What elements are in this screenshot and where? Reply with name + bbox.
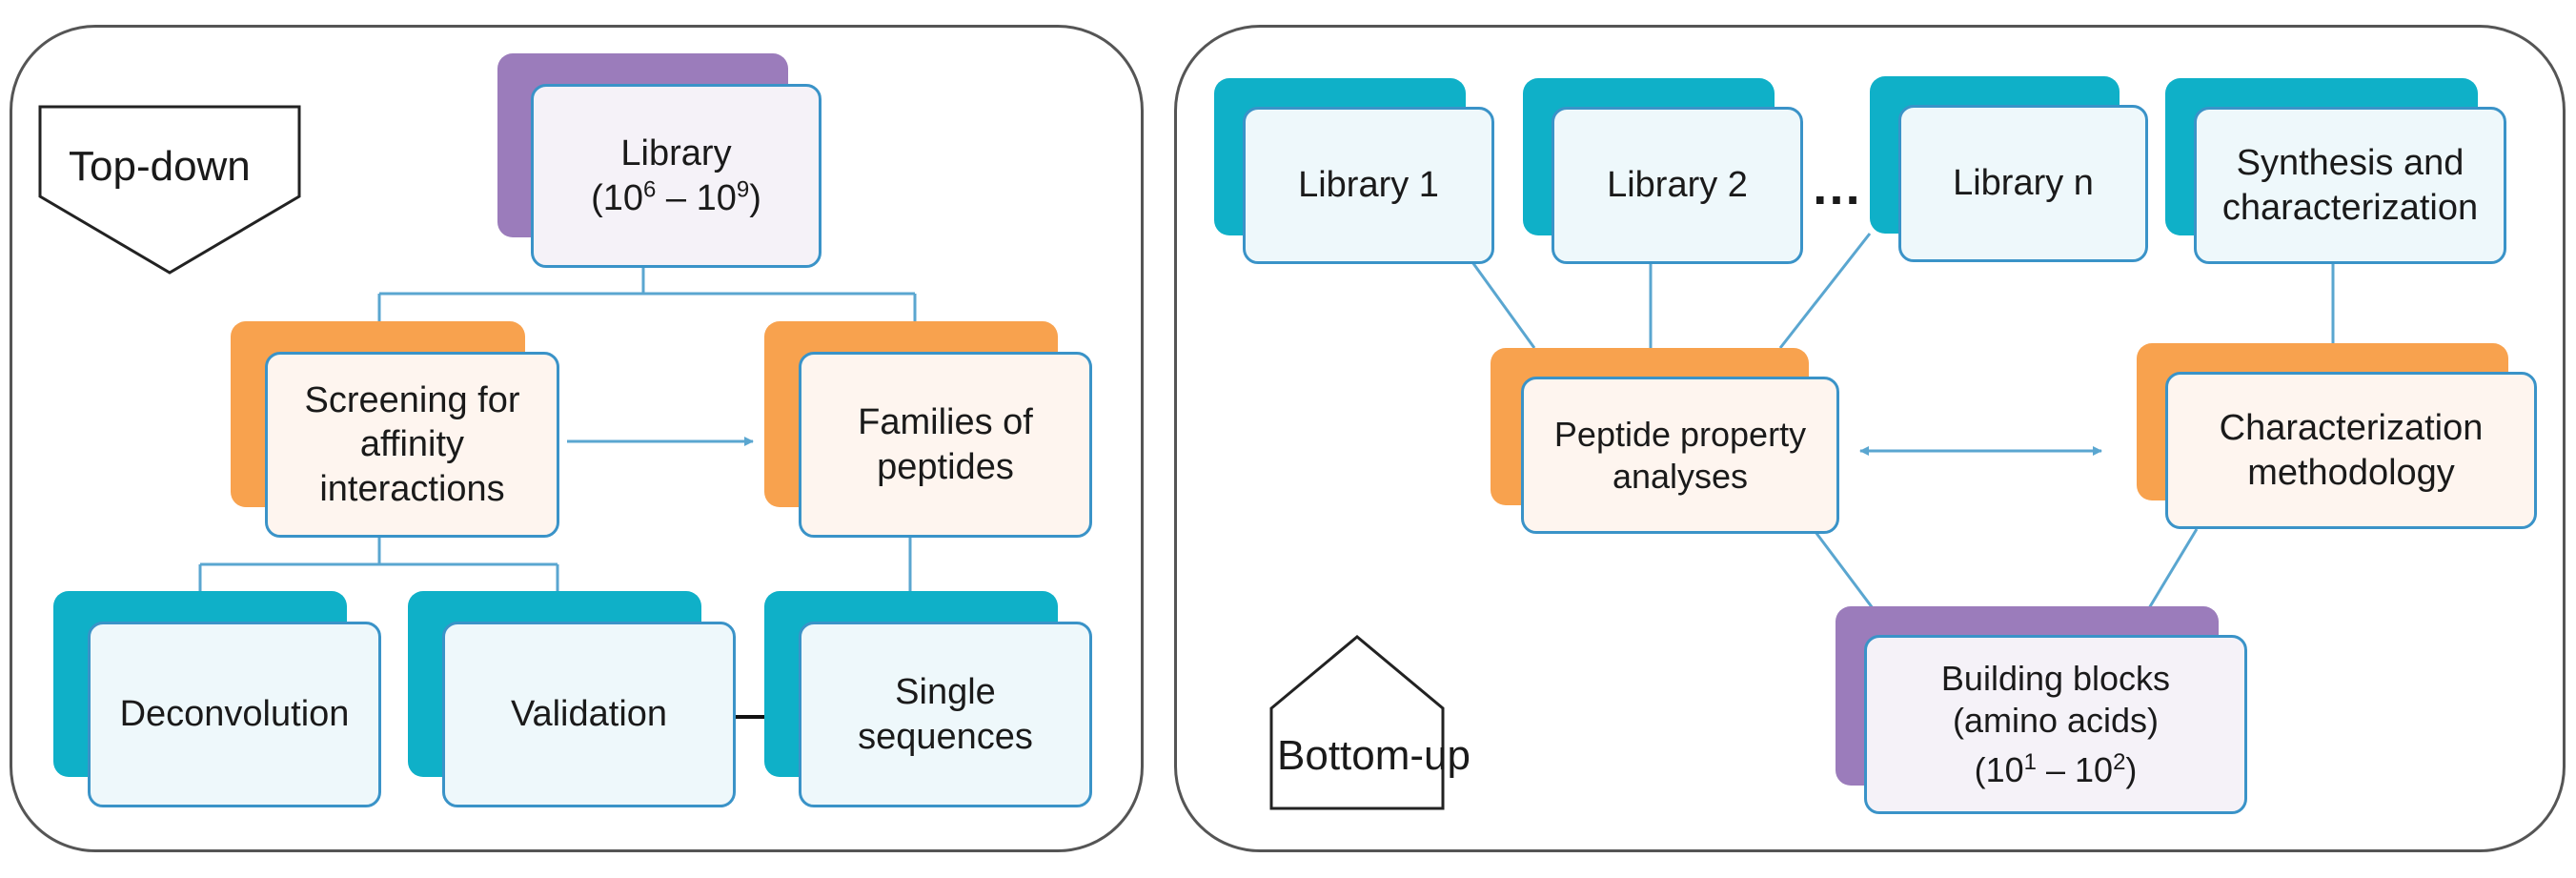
connector-library-children [377, 248, 917, 353]
top-down-tag-label: Top-down [69, 143, 251, 190]
building-blocks-range: (101 – 102) [1974, 748, 2138, 789]
top-down-tag-shape [38, 105, 301, 275]
ellipsis: … [1811, 158, 1862, 215]
bottom-up-tag-shape [1269, 635, 1445, 810]
connector-libraryn-peptide [1778, 233, 1872, 349]
library-range: (106 – 109) [591, 175, 761, 218]
connector-method-blocks [2147, 528, 2199, 609]
connector-screening-children [198, 534, 559, 624]
library-title: Library [620, 133, 732, 174]
bottom-up-tag-label: Bottom-up [1277, 732, 1471, 779]
connector-peptide-blocks [1814, 531, 1875, 609]
connector-library1-peptide [1471, 261, 1536, 349]
